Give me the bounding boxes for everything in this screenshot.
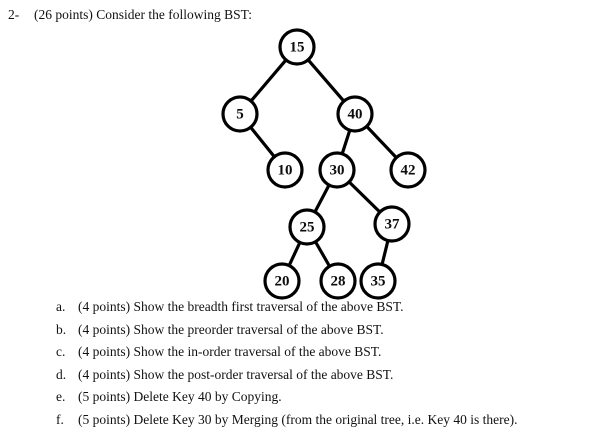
tree-node-35[interactable]: 35 — [359, 262, 397, 300]
question-prompt-text: (26 points) Consider the following BST: — [34, 7, 252, 22]
tree-node-circle-28 — [319, 262, 357, 300]
subquestion-item: b. (4 points) Show the preorder traversal… — [0, 319, 615, 342]
tree-node-label-5: 5 — [236, 107, 244, 123]
tree-node-circle-15 — [278, 28, 316, 66]
question-number: 2- — [8, 7, 20, 22]
tree-node-40[interactable]: 40 — [336, 95, 374, 133]
subquestion-list: a. (4 points) Show the breadth first trav… — [0, 296, 615, 431]
tree-edge-37-35 — [380, 237, 390, 268]
tree-node-25[interactable]: 25 — [288, 208, 326, 246]
subquestion-letter: b. — [56, 321, 67, 337]
subquestion-item: f. (5 points) Delete Key 30 by Merging (f… — [0, 409, 615, 432]
tree-node-label-30: 30 — [330, 163, 345, 179]
tree-edge-30-37 — [346, 179, 383, 215]
subquestion-item: c. (4 points) Show the in-order traversal… — [0, 341, 615, 364]
tree-node-circle-35 — [359, 262, 397, 300]
tree-edge-5-10 — [248, 124, 277, 160]
tree-edge-25-20 — [287, 239, 302, 269]
tree-node-layer: 15 5 40 10 30 42 25 37 20 28 35 — [221, 28, 427, 300]
subquestion-text: (4 points) Show the preorder traversal o… — [78, 321, 384, 337]
bst-diagram: 15 5 40 10 30 42 25 37 20 28 35 — [0, 22, 615, 300]
tree-edge-15-40 — [305, 57, 347, 104]
subquestion-text: (5 points) Delete Key 30 by Merging (fro… — [78, 411, 518, 427]
tree-node-10[interactable]: 10 — [266, 151, 304, 189]
tree-node-label-28: 28 — [331, 274, 346, 290]
tree-edge-15-5 — [248, 57, 289, 104]
tree-node-circle-20 — [263, 262, 301, 300]
tree-edge-25-28 — [313, 239, 332, 269]
tree-node-5[interactable]: 5 — [221, 95, 259, 133]
tree-node-label-25: 25 — [300, 220, 315, 236]
tree-node-circle-40 — [336, 95, 374, 133]
tree-node-circle-42 — [389, 151, 427, 189]
tree-node-42[interactable]: 42 — [389, 151, 427, 189]
tree-node-label-42: 42 — [401, 163, 416, 179]
subquestion-item: d. (4 points) Show the post-order travers… — [0, 364, 615, 387]
subquestion-letter: c. — [56, 344, 66, 359]
tree-node-15[interactable]: 15 — [278, 28, 316, 66]
tree-node-label-10: 10 — [278, 163, 293, 179]
tree-node-circle-30 — [318, 151, 356, 189]
tree-node-circle-10 — [266, 151, 304, 189]
tree-node-20[interactable]: 20 — [263, 262, 301, 300]
tree-edge-layer — [248, 57, 399, 269]
tree-node-circle-5 — [221, 95, 259, 133]
tree-node-label-40: 40 — [348, 107, 363, 123]
subquestion-letter: e. — [56, 389, 66, 404]
tree-edge-30-25 — [312, 182, 332, 215]
tree-node-37[interactable]: 37 — [373, 205, 411, 243]
subquestion-text: (4 points) Show the in-order traversal o… — [78, 344, 382, 359]
tree-node-circle-25 — [288, 208, 326, 246]
tree-node-28[interactable]: 28 — [319, 262, 357, 300]
tree-node-label-37: 37 — [385, 217, 401, 233]
subquestion-text: (5 points) Delete Key 40 by Copying. — [78, 389, 282, 404]
tree-edge-40-42 — [364, 124, 399, 160]
subquestion-text: (4 points) Show the post-order traversal… — [78, 366, 394, 382]
tree-node-label-35: 35 — [371, 274, 386, 290]
tree-node-label-15: 15 — [290, 40, 305, 56]
tree-node-circle-37 — [373, 205, 411, 243]
tree-edge-40-30 — [340, 127, 352, 157]
subquestion-letter: d. — [56, 366, 67, 382]
tree-node-30[interactable]: 30 — [318, 151, 356, 189]
subquestion-item: a. (4 points) Show the breadth first trav… — [0, 296, 615, 319]
question-header: 2- (26 points) Consider the following BST… — [8, 6, 252, 24]
subquestion-item: e. (5 points) Delete Key 40 by Copying. — [0, 386, 615, 409]
tree-node-label-20: 20 — [275, 274, 290, 290]
bst-svg-canvas: 15 5 40 10 30 42 25 37 20 28 35 — [221, 28, 427, 300]
subquestion-letter: f. — [56, 411, 64, 427]
subquestion-letter: a. — [56, 299, 66, 314]
subquestion-text: (4 points) Show the breadth first traver… — [78, 299, 404, 314]
